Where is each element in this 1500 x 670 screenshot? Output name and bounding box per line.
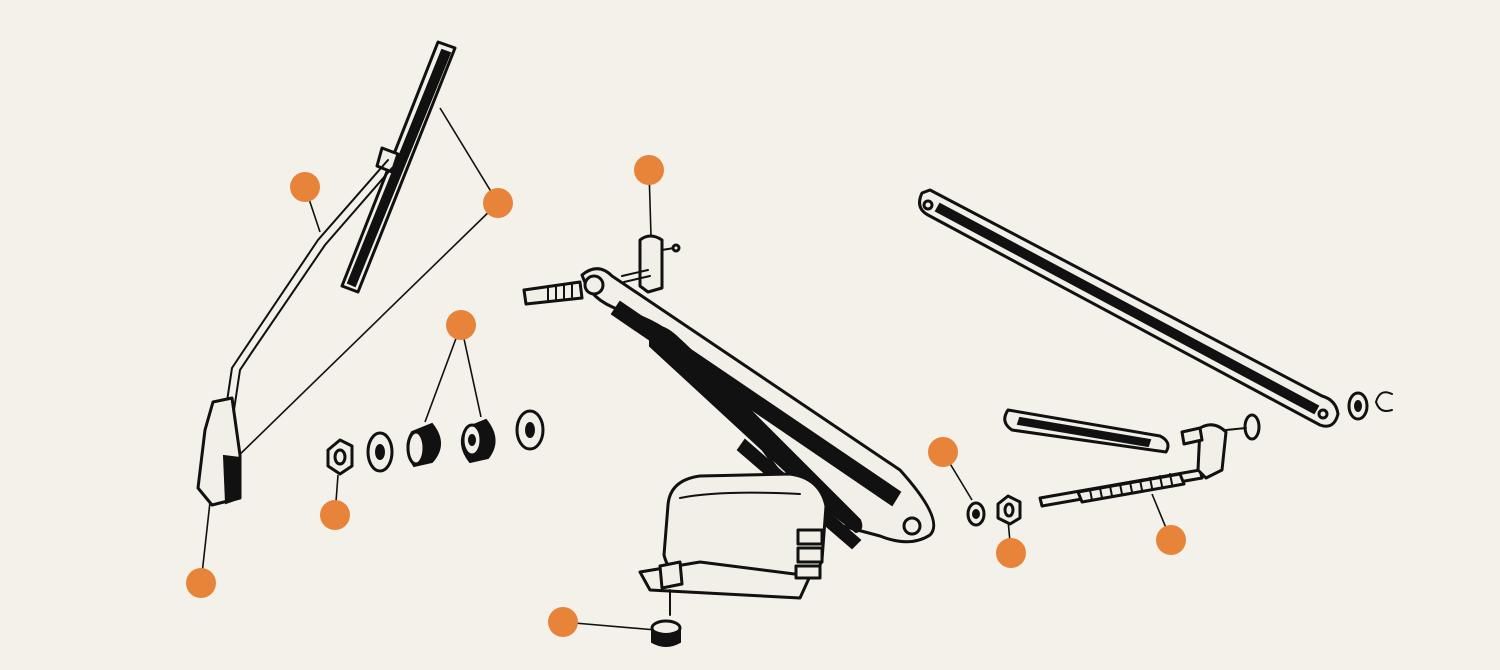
grommet-part (650, 619, 682, 647)
callout-spindle-bushes[interactable] (446, 310, 476, 340)
leader-wiper-blade-bottom (231, 202, 499, 463)
callout-wiper-arm[interactable] (290, 172, 320, 202)
leader-bush-2 (460, 324, 482, 418)
link-bar-part (918, 188, 1393, 428)
short-link-part (1003, 408, 1170, 454)
leader-bush-1 (424, 324, 462, 423)
callout-wiper-blade[interactable] (483, 188, 513, 218)
callout-pivot-bolt[interactable] (634, 155, 664, 185)
spindle-hardware (326, 409, 545, 476)
callout-mounting-grommet[interactable] (548, 607, 578, 637)
drive-rod-part (1038, 413, 1261, 508)
callout-linkage-washer[interactable] (928, 437, 958, 467)
linkage-hardware (966, 494, 1022, 527)
callout-markers (186, 155, 1186, 637)
motor-bracket-part (522, 267, 936, 616)
callout-spindle-nut[interactable] (320, 500, 350, 530)
callout-drive-rod[interactable] (1156, 525, 1186, 555)
leader-grommet (562, 621, 657, 631)
callout-linkage-nut[interactable] (996, 538, 1026, 568)
wiper-blade-part (340, 40, 457, 294)
leader-wiper-blade-top (439, 107, 499, 204)
callout-arm-spindle-cap[interactable] (186, 568, 216, 598)
wiper-arm-part (196, 159, 393, 507)
pivot-bolt-part (621, 234, 681, 294)
